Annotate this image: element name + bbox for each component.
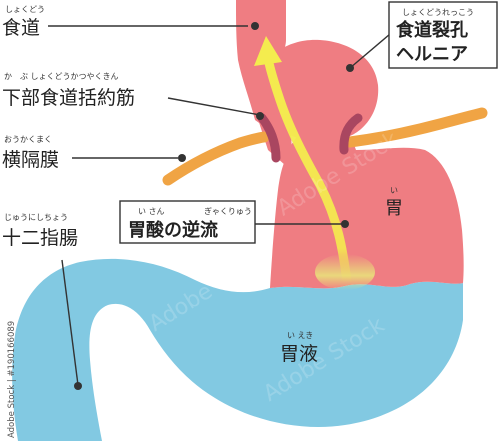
stomach-upper bbox=[270, 124, 464, 289]
reflux-label: 胃酸の逆流 bbox=[128, 219, 218, 241]
stomach-ruby: い bbox=[390, 186, 398, 195]
dot-reflux bbox=[341, 220, 349, 228]
dot-les bbox=[256, 112, 264, 120]
diaphragm-label: 横隔膜 bbox=[2, 149, 59, 171]
diaphragm-left bbox=[162, 131, 270, 186]
leader-hernia bbox=[349, 33, 391, 69]
leader-les bbox=[167, 97, 261, 116]
reflux-box bbox=[119, 200, 256, 244]
hernia-label-line1: 食道裂孔 bbox=[395, 19, 468, 41]
dot-hernia bbox=[346, 64, 354, 72]
gastric-juice-ruby: い えき bbox=[287, 331, 313, 340]
esophagus-label: 食道 bbox=[2, 17, 40, 39]
les-ring-right bbox=[339, 113, 363, 155]
stock-id-text: Adobe Stock | #190166089 bbox=[7, 321, 17, 438]
hernia-ruby: しょくどうれっこう bbox=[402, 8, 474, 17]
diaphragm-right bbox=[344, 107, 488, 148]
esophagus-ruby: しょくどう bbox=[5, 5, 45, 14]
reflux-arrow bbox=[263, 53, 352, 287]
diaphragm-ruby: おうかくまく bbox=[4, 135, 52, 144]
gastric-juice-label: 胃液 bbox=[280, 343, 318, 365]
dot-diaphragm bbox=[178, 154, 186, 162]
duodenum-label: 十二指腸 bbox=[2, 227, 78, 249]
les-ruby: か ぶ しょくどうかつやくきん bbox=[4, 72, 119, 81]
dot-duodenum bbox=[74, 382, 82, 390]
reflux-arrow-head bbox=[254, 36, 282, 66]
hernia-box bbox=[388, 1, 498, 69]
dot-esophagus bbox=[251, 22, 259, 30]
les-ring-left bbox=[257, 113, 281, 163]
hernia-label-line2: ヘルニア bbox=[396, 44, 468, 65]
reflux-ruby-a: い さん bbox=[138, 207, 165, 216]
leader-duodenum bbox=[61, 259, 79, 386]
les-label: 下部食道括約筋 bbox=[2, 87, 135, 109]
stomach-label: 胃 bbox=[385, 198, 403, 219]
duodenum-ruby: じゅうにしちょう bbox=[4, 213, 68, 222]
reflux-ruby-b: ぎゃくりゅう bbox=[204, 206, 252, 216]
gastric-juice-region bbox=[12, 258, 464, 441]
